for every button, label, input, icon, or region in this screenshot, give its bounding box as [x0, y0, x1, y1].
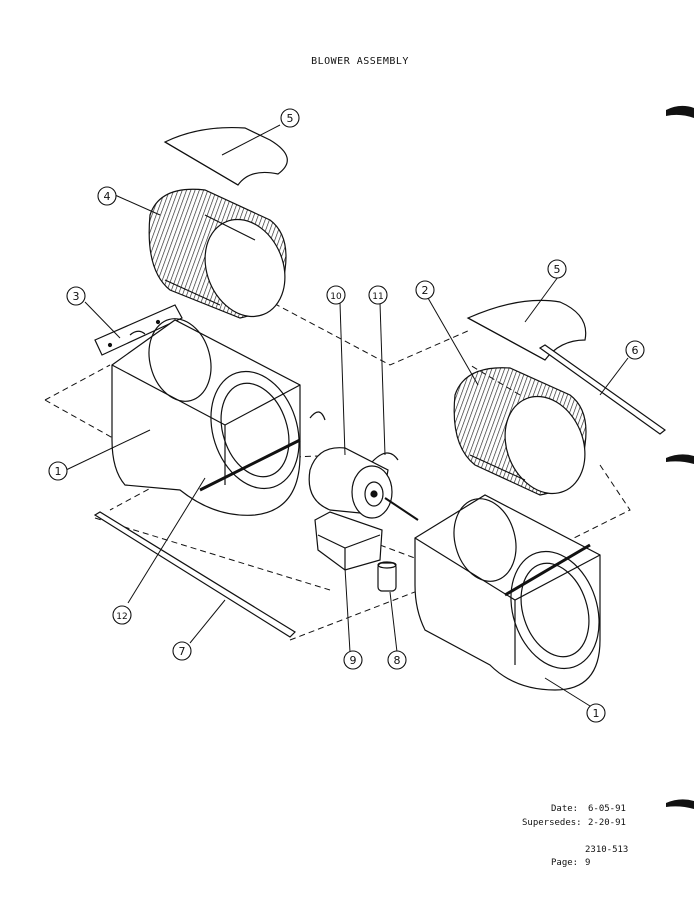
- callout-2: 2: [422, 284, 429, 297]
- date-value: 6-05-91: [588, 804, 626, 814]
- blower-housing-left: [111, 318, 326, 516]
- capacitor: [377, 561, 397, 592]
- mounting-bracket: [94, 304, 183, 356]
- callout-7: 7: [179, 645, 186, 658]
- callout-5-right: 5: [554, 263, 561, 276]
- callout-12: 12: [116, 612, 127, 622]
- blower-wheel-left: [148, 188, 287, 319]
- blower-housing-right: [414, 494, 601, 691]
- binder-marks: [666, 105, 694, 809]
- cover-plate-top: [163, 127, 288, 186]
- callout-1-right: 1: [593, 707, 600, 720]
- leader-lines: [65, 124, 629, 707]
- date-label: Date:: [551, 804, 579, 814]
- callout-10: 10: [330, 292, 342, 302]
- supersedes-label: Supersedes:: [522, 818, 582, 828]
- callout-9: 9: [350, 654, 357, 667]
- callout-circles: [48, 108, 645, 723]
- supersedes-value: 2-20-91: [588, 818, 626, 828]
- callout-11: 11: [372, 292, 383, 302]
- blower-wheel-right: [453, 367, 587, 496]
- callout-8: 8: [394, 654, 401, 667]
- side-rail: [538, 344, 666, 435]
- callout-1-left: 1: [55, 465, 62, 478]
- callout-5-top: 5: [287, 112, 294, 125]
- page-label: Page:: [551, 858, 579, 868]
- page-title: BLOWER ASSEMBLY: [311, 56, 409, 67]
- callout-labels: 5 4 3 1 10 11 2 5 6 7 12 9 8 1: [55, 112, 639, 720]
- callout-6: 6: [632, 344, 639, 357]
- motor-mount: [314, 511, 383, 571]
- page-number: 9: [585, 858, 591, 868]
- callout-3: 3: [73, 290, 80, 303]
- blower-motor: [308, 447, 419, 521]
- callout-4: 4: [104, 190, 111, 203]
- document-number: 2310-513: [585, 845, 629, 855]
- bottom-rail: [93, 511, 296, 638]
- cover-plate-right: [466, 299, 587, 361]
